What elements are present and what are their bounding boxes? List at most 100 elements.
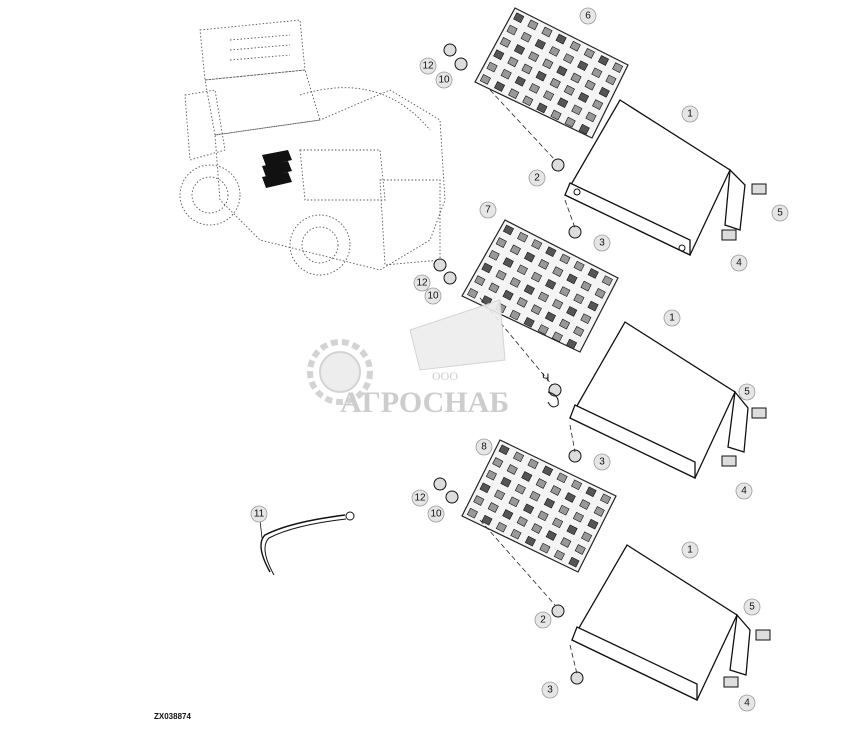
ground-cable <box>259 511 355 576</box>
fuse-cell <box>568 556 580 568</box>
fuse-cell <box>513 44 526 55</box>
svg-text:4: 4 <box>741 486 747 497</box>
svg-text:12: 12 <box>416 278 428 289</box>
fuse-cell <box>598 86 610 98</box>
callout-12: 12 <box>411 489 429 507</box>
fuse-cell <box>574 544 586 555</box>
fuse-cell <box>493 49 505 61</box>
fuse-cell <box>555 33 567 45</box>
fuse-board-8 <box>461 439 617 573</box>
svg-text:12: 12 <box>422 61 434 72</box>
fuse-cell <box>583 48 595 59</box>
fuse-cell <box>521 471 533 482</box>
drawing-id-label: ZX038874 <box>154 712 191 721</box>
callout-4: 4 <box>730 254 748 272</box>
svg-text:10: 10 <box>438 75 450 86</box>
mounting-plate-middle <box>569 321 749 480</box>
callout-10: 10 <box>435 71 453 89</box>
fuse-cell <box>542 465 554 477</box>
callout-12: 12 <box>413 274 431 292</box>
svg-text:10: 10 <box>427 291 439 302</box>
fuse-cell <box>550 485 562 496</box>
svg-text:4: 4 <box>744 698 750 709</box>
callout-3: 3 <box>593 234 611 252</box>
fuse-cell <box>509 277 521 288</box>
fuse-cell <box>544 311 556 323</box>
fuse-cell <box>545 278 557 290</box>
hardware <box>433 43 771 688</box>
svg-text:3: 3 <box>599 238 605 249</box>
callout-10: 10 <box>424 287 442 305</box>
fuse-cell <box>552 266 564 277</box>
fuse-cell <box>506 24 518 36</box>
fuse-cell <box>523 316 535 328</box>
fuse-cell <box>514 75 526 87</box>
svg-text:8: 8 <box>481 442 487 453</box>
fuse-cell <box>560 537 572 548</box>
fuse-cell <box>577 60 589 72</box>
fuse-cell <box>535 478 547 489</box>
svg-text:2: 2 <box>540 615 546 626</box>
fuse-cell <box>528 83 540 94</box>
fuse-cell <box>551 331 563 343</box>
fuse-cell <box>559 318 571 330</box>
fuse-cell <box>536 102 548 114</box>
fuse-cell <box>516 516 528 527</box>
fuse-cell <box>507 56 519 68</box>
leader-lines <box>479 89 578 675</box>
fuse-cell <box>585 111 597 123</box>
fuse-cell <box>591 67 603 79</box>
fuse-cell <box>579 499 591 510</box>
fuse-cell <box>498 444 510 456</box>
fuse-cell <box>594 288 606 299</box>
fuse-cell <box>571 479 583 491</box>
callout-3: 3 <box>541 681 559 699</box>
callout-3: 3 <box>593 453 611 471</box>
callout-4: 4 <box>735 482 753 500</box>
fuse-cell <box>517 231 529 243</box>
fuse-cell <box>566 306 578 317</box>
fuse-cell <box>581 531 593 543</box>
watermark-company-name: АГРОСНАБ <box>340 386 509 419</box>
fuse-cell <box>513 451 525 463</box>
fuse-cell <box>584 79 596 91</box>
svg-text:6: 6 <box>585 11 591 22</box>
fuse-cell <box>481 262 493 274</box>
fuse-cell <box>542 58 554 70</box>
callout-11: 11 <box>250 505 268 523</box>
fuse-cell <box>541 26 553 38</box>
fuse-cell <box>502 257 514 268</box>
fuse-cell <box>520 31 532 43</box>
fuse-cell <box>516 297 528 308</box>
fuse-cell <box>592 99 604 110</box>
fuse-cell <box>473 495 485 506</box>
fuse-cell <box>605 74 617 86</box>
fuse-cell <box>578 123 590 135</box>
callout-1: 1 <box>663 309 681 327</box>
fuse-cell <box>506 464 518 475</box>
fuse-cell <box>573 293 585 305</box>
fuse-cell <box>564 116 576 128</box>
fuse-cell <box>531 523 543 534</box>
fuse-cell <box>479 74 491 85</box>
combine-logo-icon <box>409 299 506 371</box>
fuse-cell <box>566 273 578 285</box>
callout-1: 1 <box>681 105 699 123</box>
fuse-cell <box>559 253 571 265</box>
fuse-cell <box>558 504 570 516</box>
callout-4: 4 <box>738 694 756 712</box>
fuse-cell <box>495 521 507 533</box>
svg-text:2: 2 <box>534 173 540 184</box>
fuse-cell <box>524 535 536 547</box>
harvester-silhouette <box>179 19 446 276</box>
fuse-cell <box>521 63 533 75</box>
callout-5: 5 <box>738 383 756 401</box>
fuse-cell <box>513 12 525 24</box>
fuse-cell <box>580 280 592 292</box>
fuse-cell <box>486 61 498 73</box>
fuse-cell <box>572 511 584 523</box>
fuse-cell <box>553 549 565 561</box>
svg-text:5: 5 <box>777 208 783 219</box>
svg-text:10: 10 <box>430 509 442 520</box>
